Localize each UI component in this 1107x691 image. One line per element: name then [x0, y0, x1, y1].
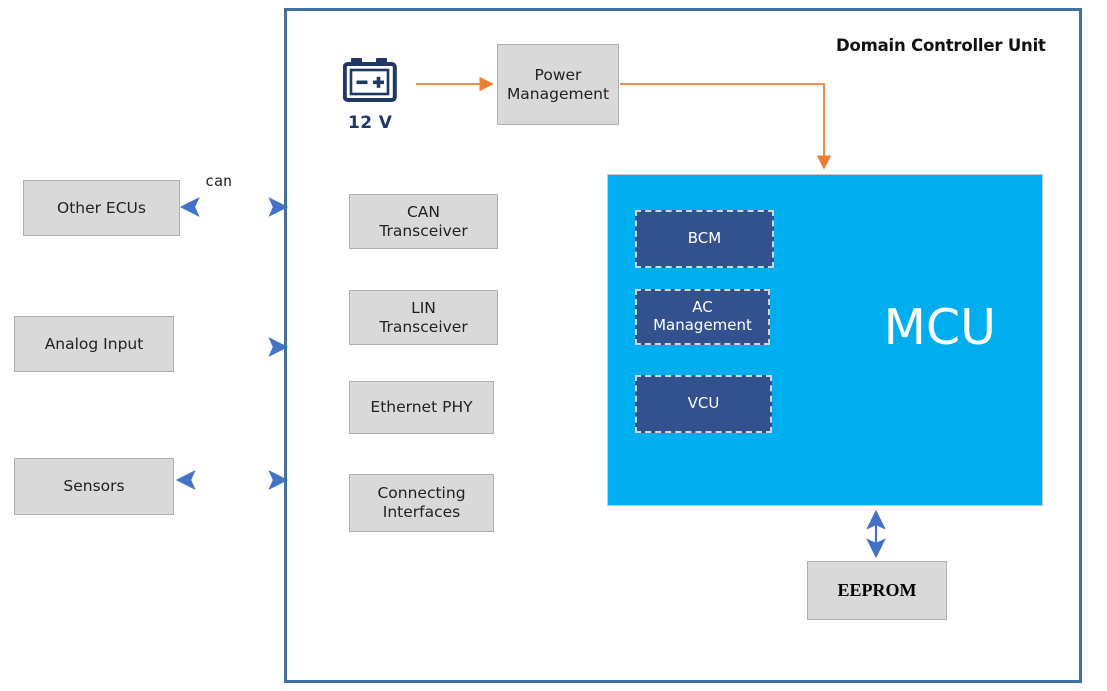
can-transceiver-block[interactable]: CAN Transceiver	[349, 194, 498, 249]
connecting-interfaces-label: Connecting Interfaces	[377, 484, 466, 521]
vcu-label: VCU	[687, 394, 720, 413]
mcu-block[interactable]: BCM AC Management VCU MCU	[607, 174, 1043, 506]
battery-voltage-label: 12 V	[348, 113, 393, 133]
mcu-label: MCU	[883, 299, 996, 356]
can-bus-label: can	[205, 172, 233, 190]
analog-input-label: Analog Input	[44, 334, 144, 353]
power-management-label: Power Management	[506, 65, 610, 103]
mcu-submodule-ac-management[interactable]: AC Management	[635, 289, 770, 345]
power-management-block[interactable]: Power Management	[497, 44, 619, 125]
analog-input-block[interactable]: Analog Input	[14, 316, 174, 372]
connecting-interfaces-block[interactable]: Connecting Interfaces	[349, 474, 494, 532]
page-title: Domain Controller Unit	[836, 36, 1046, 55]
other-ecus-block[interactable]: Other ECUs	[23, 180, 180, 236]
sensors-block[interactable]: Sensors	[14, 458, 174, 515]
eeprom-block[interactable]: EEPROM	[807, 561, 947, 620]
domain-controller-unit-frame	[284, 8, 1082, 683]
bcm-label: BCM	[687, 229, 722, 248]
lin-transceiver-label: LIN Transceiver	[379, 298, 468, 336]
lin-transceiver-block[interactable]: LIN Transceiver	[349, 290, 498, 345]
ethernet-phy-block[interactable]: Ethernet PHY	[349, 381, 494, 434]
car-battery-icon	[343, 58, 397, 102]
other-ecus-label: Other ECUs	[57, 198, 146, 217]
mcu-submodule-vcu[interactable]: VCU	[635, 375, 772, 433]
ac-management-label: AC Management	[653, 298, 752, 334]
can-transceiver-label: CAN Transceiver	[379, 202, 468, 240]
eeprom-label: EEPROM	[837, 579, 917, 600]
sensors-label: Sensors	[63, 477, 125, 496]
mcu-submodule-bcm[interactable]: BCM	[635, 210, 774, 268]
ethernet-phy-label: Ethernet PHY	[370, 398, 473, 417]
